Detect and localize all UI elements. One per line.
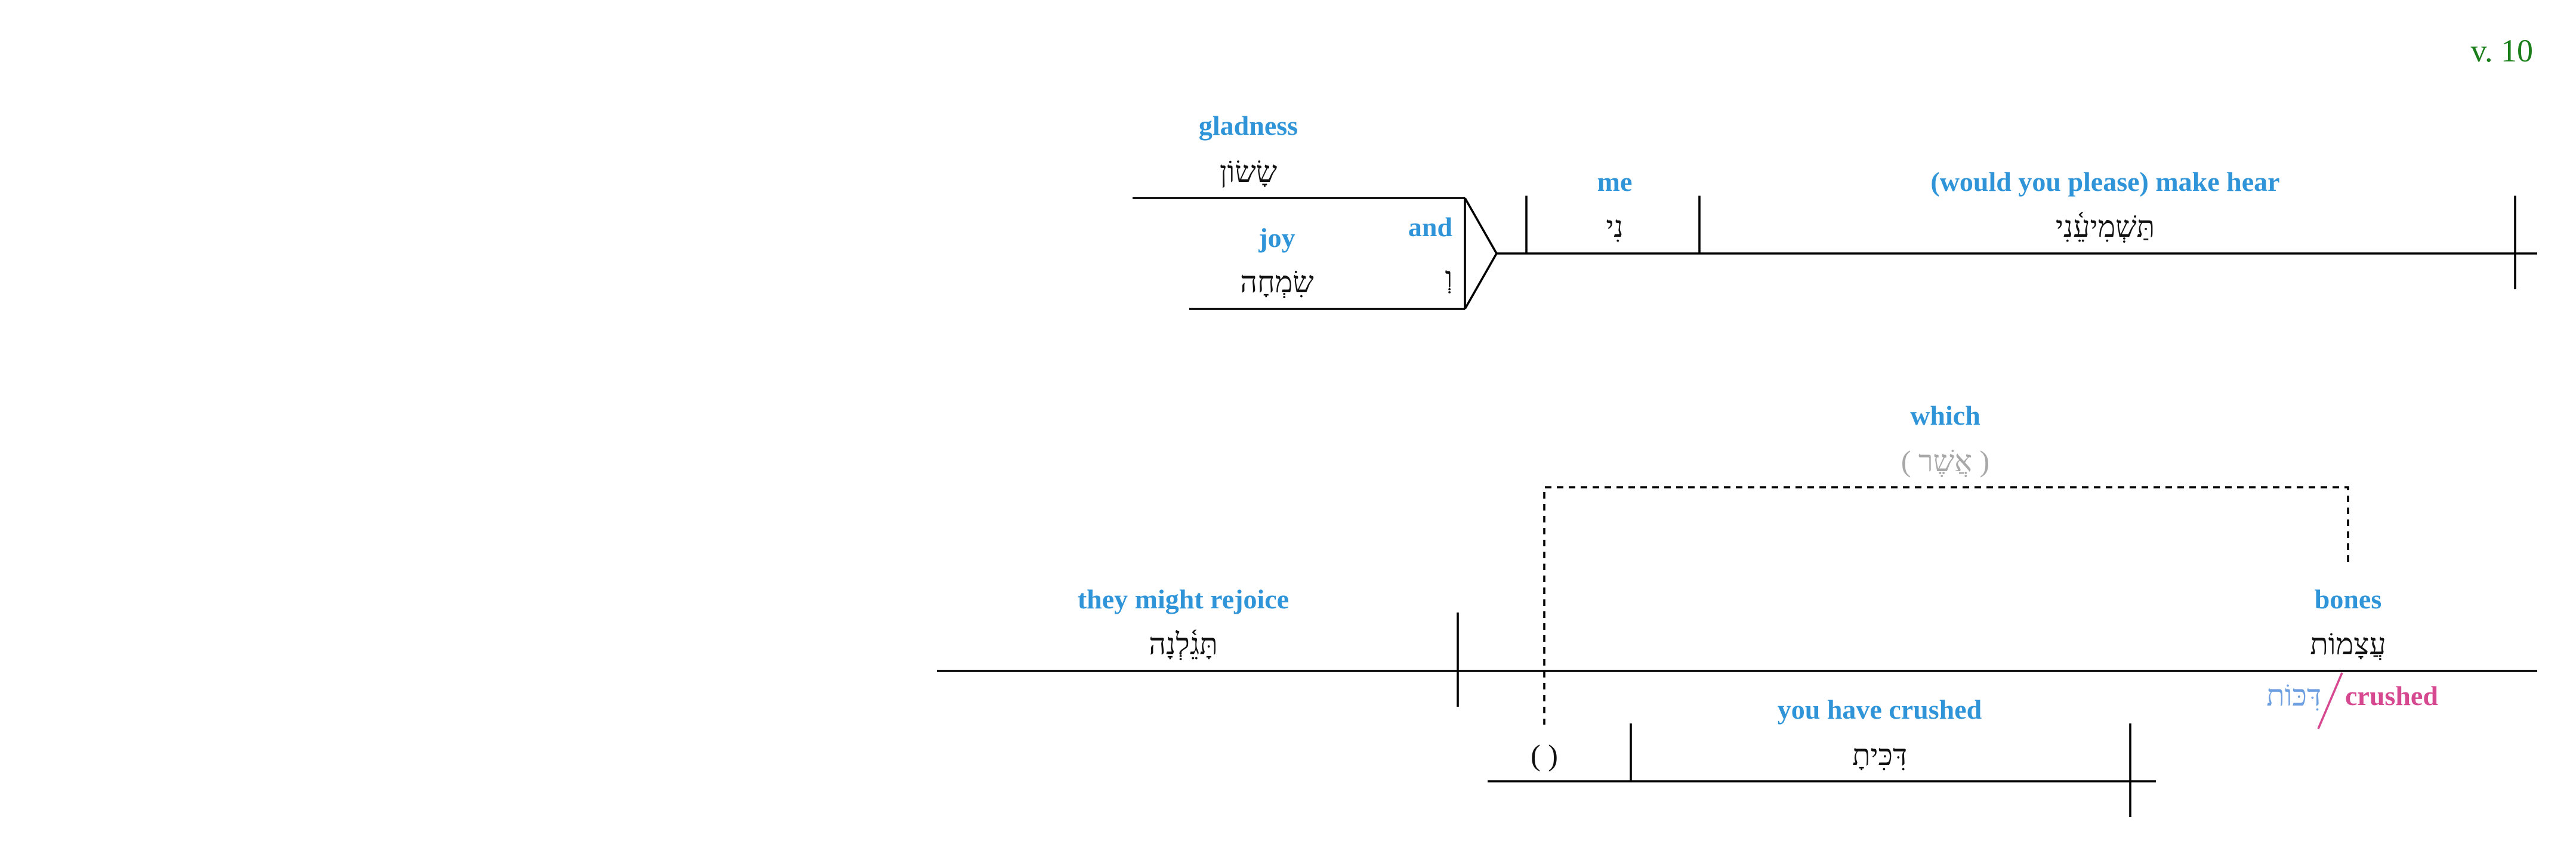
joy-hebrew: שִׂמְחָה xyxy=(1240,265,1314,299)
compound-fork xyxy=(1464,197,1498,310)
second-verb-hebrew: תָּגֵ֫לְנָה xyxy=(1149,627,1217,661)
conjunction-gloss: and xyxy=(1408,212,1453,242)
modifier-hebrew: דִּכּוֹת xyxy=(2266,679,2321,712)
second-clause: they might rejoice תָּגֵ֫לְנָה bones עֲצ… xyxy=(937,400,2537,817)
relative-placeholder: ( ) xyxy=(1531,738,1558,772)
verse-label: v. 10 xyxy=(2471,33,2534,69)
second-verb-gloss: they might rejoice xyxy=(1078,584,1289,614)
conjunction-hebrew: וְ xyxy=(1445,261,1453,294)
modifier-slash xyxy=(2317,672,2343,729)
subject-gloss: bones xyxy=(2315,584,2381,614)
object-suffix-gloss: me xyxy=(1597,166,1633,197)
relative-gloss: which xyxy=(1910,400,1980,431)
subject-hebrew: עֲצָמוֹת xyxy=(2310,627,2386,661)
relative-hebrew: ( אֲשֶׁר ) xyxy=(1901,444,1989,478)
relative-verb-hebrew: דִּכִּיתָ xyxy=(1852,738,1907,772)
joy-gloss: joy xyxy=(1258,222,1295,253)
main-clause: (would you please) make hear תַּשְׁמִיעֵ… xyxy=(1133,110,2537,310)
relative-connector xyxy=(1543,486,2349,725)
gladness-hebrew: שָׂשׂוֹן xyxy=(1220,155,1278,188)
gladness-gloss: gladness xyxy=(1199,110,1298,141)
main-verb-gloss: (would you please) make hear xyxy=(1930,166,2279,197)
main-verb-hebrew: תַּשְׁמִיעֵ֫נִי xyxy=(2056,210,2155,243)
modifier-gloss: crushed xyxy=(2345,680,2438,711)
relative-verb-gloss: you have crushed xyxy=(1778,694,1982,725)
object-suffix-hebrew: נִי xyxy=(1606,210,1623,243)
